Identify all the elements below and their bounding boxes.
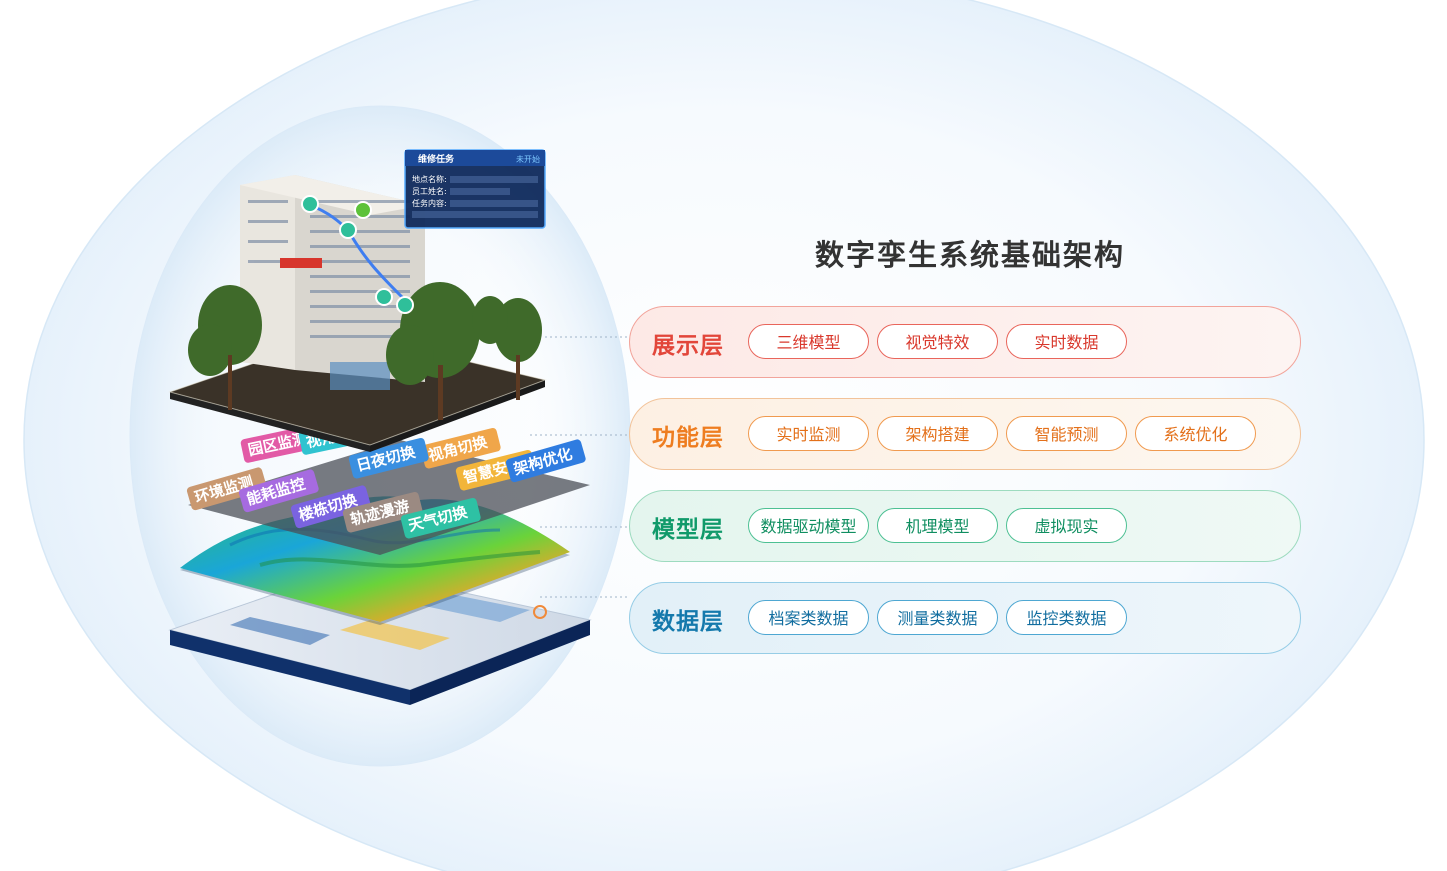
layer-name: 功能层 [652,425,724,451]
chip: 智能预测 [1006,416,1127,451]
chip: 实时数据 [1006,324,1127,359]
chip: 测量类数据 [877,600,998,635]
layer-display: 展示层 三维模型 视觉特效 实时数据 [629,306,1301,378]
chip: 机理模型 [877,508,998,543]
diagram-title: 数字孪生系统基础架构 [814,238,1125,272]
data-layer-panel [168,567,592,705]
architecture-illustration: 园区监测 视角旋转 视角切换 日夜切换 环境监测 能耗监控 楼栋切换 轨迹漫游 … [168,149,630,705]
svg-text:任务内容:: 任务内容: [412,198,447,208]
layer-model: 模型层 数据驱动模型 机理模型 虚拟现实 [629,490,1301,562]
layer-name: 数据层 [652,609,724,635]
chip: 档案类数据 [748,600,869,635]
connector-lines [530,336,630,598]
svg-text:员工姓名:: 员工姓名: [412,186,447,196]
display-layer-scene [168,175,547,452]
chip: 实时监测 [748,416,869,451]
chip: 三维模型 [748,324,869,359]
layer-name: 模型层 [652,517,724,543]
svg-text:地点名称:: 地点名称: [412,174,447,184]
layer-data: 数据层 档案类数据 测量类数据 监控类数据 [629,582,1301,654]
chip: 虚拟现实 [1006,508,1127,543]
layer-name: 展示层 [652,333,724,359]
svg-text:未开始: 未开始 [516,154,540,164]
chip: 架构搭建 [877,416,998,451]
chip: 系统优化 [1135,416,1256,451]
chip: 视觉特效 [877,324,998,359]
svg-text:维修任务: 维修任务 [418,153,455,165]
chip: 数据驱动模型 [748,508,869,543]
task-popup: 维修任务 未开始 地点名称: 员工姓名: 任务内容: [404,149,546,229]
chip: 监控类数据 [1006,600,1127,635]
layer-function: 功能层 实时监测 架构搭建 智能预测 系统优化 [629,398,1301,470]
